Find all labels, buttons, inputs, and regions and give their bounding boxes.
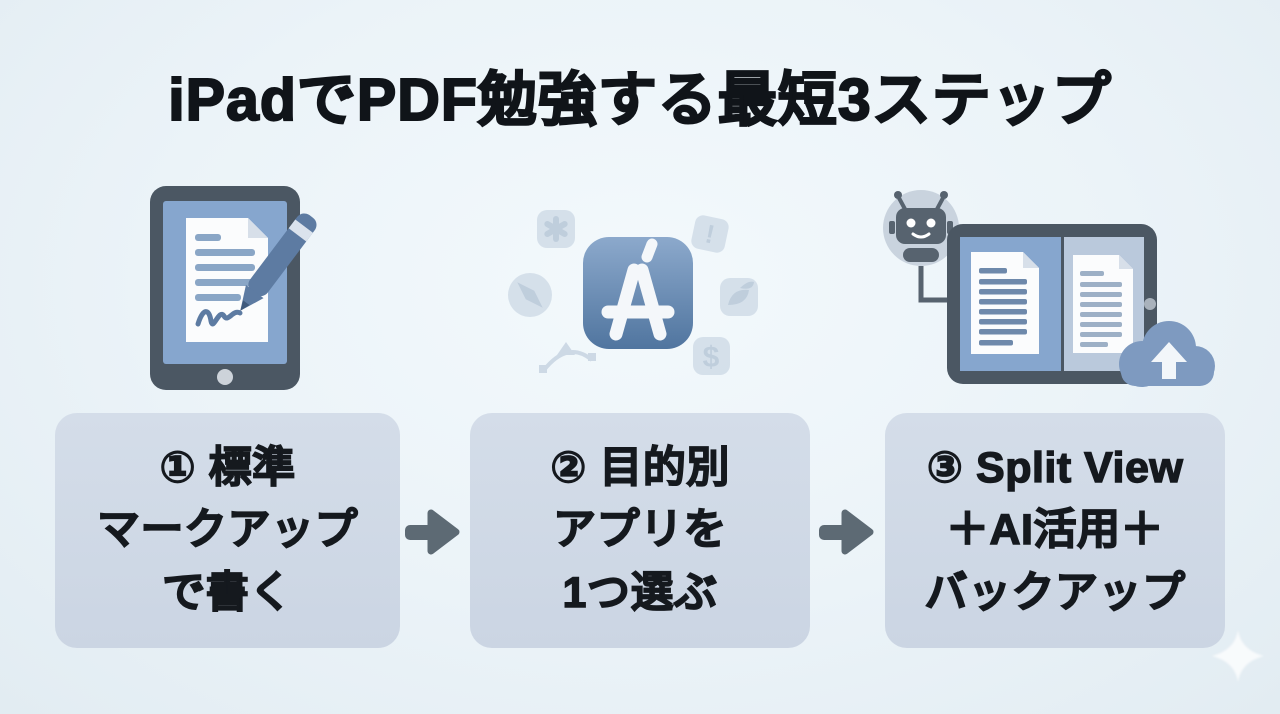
leaf-app-icon — [720, 278, 758, 316]
step-label-1: ① 標準 マークアップ で書く — [96, 443, 358, 617]
home-button-icon — [1144, 298, 1156, 310]
app-store-main-icon — [583, 237, 693, 349]
left-document-icon — [971, 252, 1039, 354]
home-button-icon — [217, 369, 233, 385]
step-box-3: ③ Split View ＋AI活用＋ バックアップ — [885, 413, 1225, 648]
document-icon — [186, 218, 268, 342]
step-box-2: ② 目的別 アプリを 1つ選ぶ — [470, 413, 810, 648]
app-store-icon: ! $ — [500, 192, 780, 407]
signature-squiggle — [195, 309, 243, 327]
cloud-upload-icon — [1119, 321, 1215, 387]
step-box-1: ① 標準 マークアップ で書く — [55, 413, 400, 648]
split-view-ai-cloud-icon — [870, 178, 1220, 408]
photo-alert-app-icon: ! — [691, 215, 729, 253]
right-document-icon — [1073, 255, 1133, 353]
right-arrow-icon — [818, 505, 876, 559]
svg-text:$: $ — [703, 341, 720, 374]
pencil-icon — [240, 213, 317, 311]
sparkle-icon — [1212, 630, 1264, 682]
robot-icon — [883, 190, 959, 266]
robot-connector-line — [918, 266, 950, 303]
aperture-app-icon — [537, 210, 575, 248]
tablet-markup-icon — [128, 182, 348, 397]
upload-arrow-icon — [1151, 342, 1187, 379]
dollar-app-icon: $ — [693, 337, 730, 375]
page-title: iPadでPDF勉強する最短3ステップ — [167, 66, 1112, 134]
compass-app-icon — [508, 273, 552, 317]
step-label-3: ③ Split View ＋AI活用＋ バックアップ — [924, 443, 1186, 617]
right-arrow-icon — [404, 505, 462, 559]
step-label-2: ② 目的別 アプリを 1つ選ぶ — [549, 443, 730, 617]
vector-pen-app-icon — [539, 342, 596, 373]
